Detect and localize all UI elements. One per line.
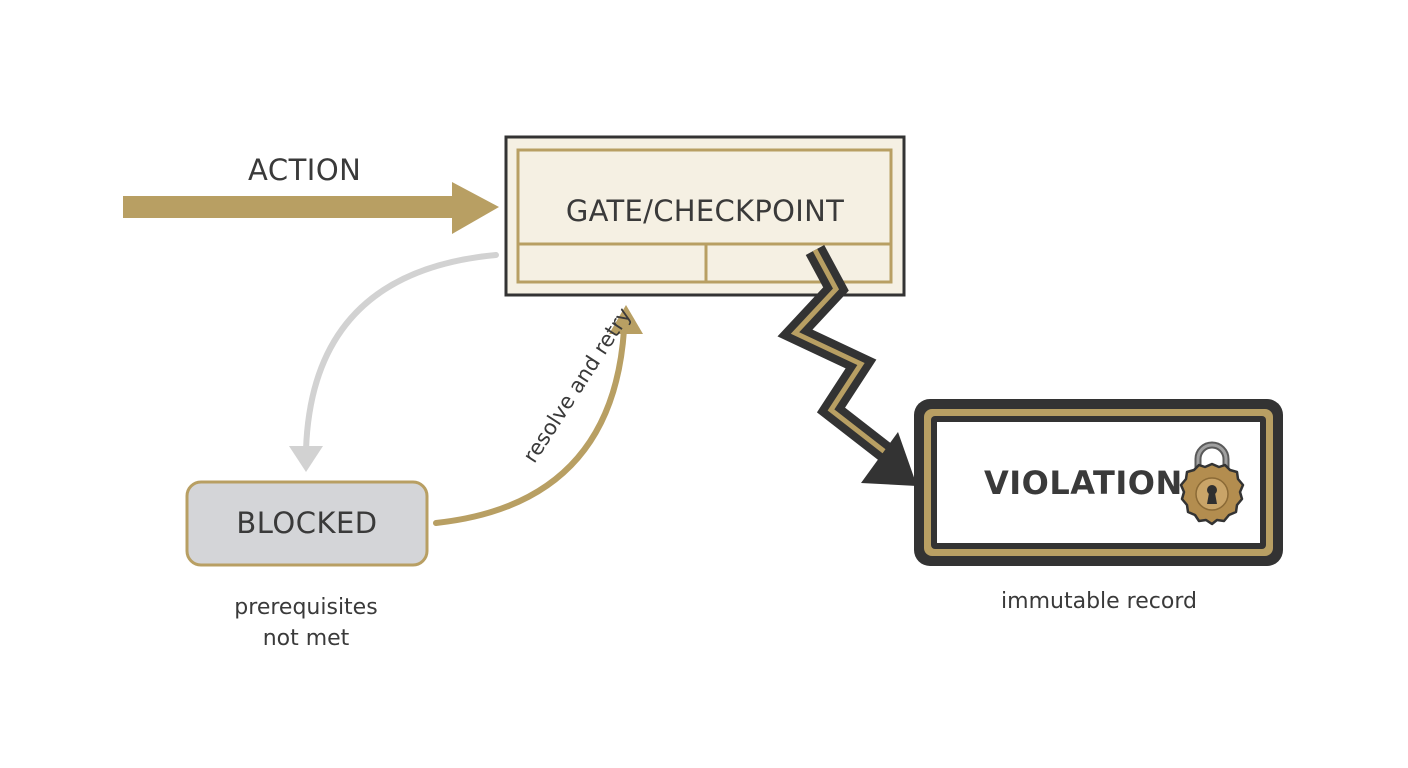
violation-caption: immutable record [1001,589,1197,614]
action-arrow [123,182,499,234]
blocked-caption: prerequisites not met [196,592,416,654]
retry-flow-arrow [433,305,643,526]
padlock-icon [1179,441,1245,526]
gate-checkpoint-label: GATE/CHECKPOINT [565,194,845,228]
blocked-box [185,480,429,567]
blocked-caption-line2: not met [262,626,350,651]
blocked-label: BLOCKED [236,506,378,540]
violation-box [914,399,1283,566]
action-label: ACTION [248,153,362,187]
violation-lightning-arrow [777,245,917,486]
blocked-flow-arrow [289,252,499,472]
violation-label: VIOLATION [984,464,1183,502]
blocked-caption-line1: prerequisites [234,595,378,620]
gate-checkpoint-box [504,135,906,297]
